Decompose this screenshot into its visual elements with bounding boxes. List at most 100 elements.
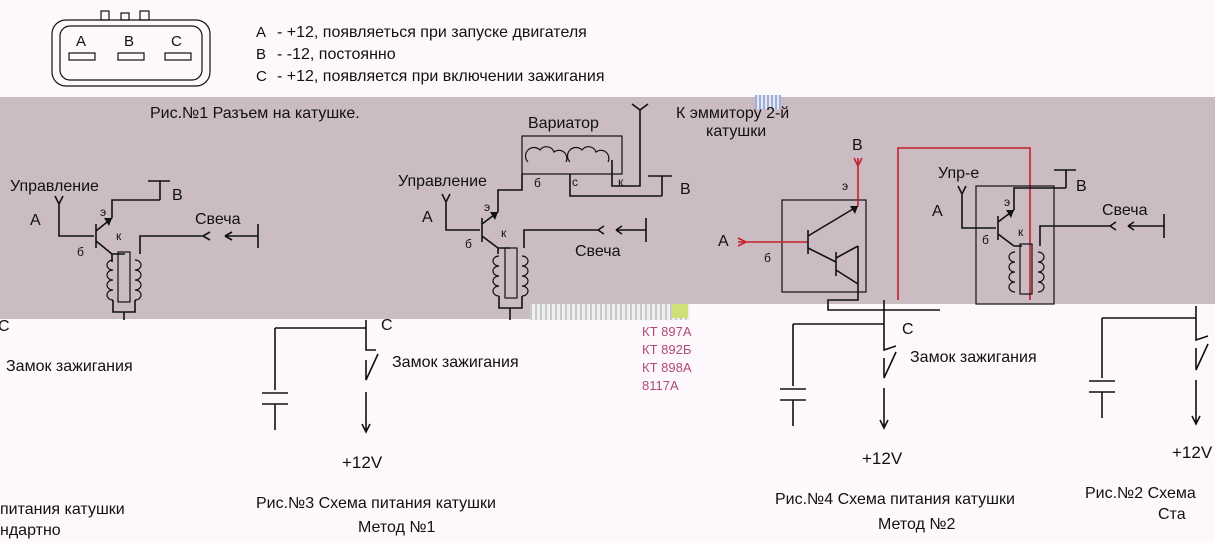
collector-wire-fig4 <box>827 246 940 320</box>
caption-fig2-line1: Рис.№2 Схема <box>1085 485 1196 502</box>
label-ignition-fig4: Замок зажигания <box>910 349 1037 366</box>
connector-outer <box>51 19 211 87</box>
parts-list: КТ 897А КТ 892Б КТ 898А 8117А <box>642 324 692 393</box>
capacitor-fig3 <box>262 328 288 430</box>
connector-pin-b: B <box>124 33 134 50</box>
label-collector: к <box>116 229 122 243</box>
coil-primary <box>106 259 114 301</box>
part-3: КТ 898А <box>642 360 692 375</box>
label-pin-b: B <box>172 187 183 204</box>
ground-wire <box>111 180 170 218</box>
caption-fig3-line2: Метод №1 <box>358 519 436 536</box>
connector-inner <box>59 25 203 81</box>
legend-text-c: - +12, появляется при включении зажигани… <box>277 68 604 85</box>
caption-fig3-line1: Рис.№3 Схема питания катушки <box>256 495 496 512</box>
label-collector-fig3: к <box>501 226 507 240</box>
label-control-fig3: Управление <box>398 173 487 190</box>
label-emitter: э <box>100 205 106 219</box>
supply-wire-fig3 <box>275 320 376 351</box>
variator-coil-2 <box>566 146 610 163</box>
artifact-strip <box>530 304 690 320</box>
connector-tab-left <box>100 10 110 21</box>
label-base-fig3: б <box>465 237 472 251</box>
part-2: КТ 892Б <box>642 342 691 357</box>
label-pin-a: A <box>30 212 41 229</box>
label-emitter-fig4: э <box>842 179 848 193</box>
label-var-k: к <box>618 175 624 189</box>
caption-fig1: Рис.№1 Разъем на катушке. <box>150 105 360 122</box>
label-plus12-fig4: +12V <box>862 449 903 468</box>
label-var-b: б <box>534 176 541 190</box>
pin-slot-b <box>117 52 145 61</box>
label-base-fig4: б <box>764 251 771 265</box>
label-plus12-fig3: +12V <box>342 453 383 472</box>
highlight-band <box>0 97 1215 304</box>
label-pin-c-left: C <box>0 318 10 335</box>
ignition-switch-fig3 <box>361 353 379 434</box>
part-1: КТ 897А <box>642 324 692 339</box>
artifact-green <box>672 304 688 318</box>
caption-fig4-line2: Метод №2 <box>878 516 956 533</box>
pin-legend: A - +12, появляеться при запуске двигате… <box>256 24 604 85</box>
caption-left-line2: ндартно <box>0 522 61 539</box>
label-ignition-left: Замок зажигания <box>6 358 133 375</box>
label-base-fig4b: б <box>982 233 989 247</box>
connector-tab-right <box>139 10 150 21</box>
darlington-box <box>781 199 867 293</box>
coil-return <box>112 300 136 320</box>
label-emitter-line2: катушки <box>706 123 766 140</box>
hv-wire <box>111 235 203 262</box>
label-ignition-fig3: Замок зажигания <box>392 354 519 371</box>
label-pin-a-fig4b: A <box>932 203 943 220</box>
label-pin-a-fig3: A <box>422 209 433 226</box>
label-pin-b-fig3: B <box>680 181 691 198</box>
caption-fig4-line1: Рис.№4 Схема питания катушки <box>775 491 1015 508</box>
label-plus12-fig2: +12V <box>1172 443 1213 462</box>
label-base: б <box>77 245 84 259</box>
connector-pin-c: C <box>171 33 182 50</box>
transistor-collector <box>95 240 113 255</box>
label-pin-c-fig3: C <box>381 317 393 334</box>
coil-secondary <box>134 259 142 301</box>
label-control-short: Упр-е <box>938 165 979 182</box>
legend-pin-a: A <box>256 24 266 41</box>
label-pin-a-fig4: A <box>718 233 729 250</box>
label-emitter-fig3: э <box>484 200 490 214</box>
control-wire-fig3 <box>441 193 480 231</box>
variator-box <box>521 135 623 175</box>
coil-connector: A B C <box>51 10 211 87</box>
label-emitter-line1: К эммитору 2-й <box>676 105 789 122</box>
ground-wire-fig3 <box>497 174 672 212</box>
capacitor-fig4 <box>780 324 806 426</box>
legend-text-a: - +12, появляеться при запуске двигателя <box>277 24 587 41</box>
label-collector-fig4b: к <box>1018 225 1024 239</box>
legend-pin-b: B <box>256 46 266 63</box>
label-pin-c-fig4: C <box>902 321 914 338</box>
pin-slot-c <box>164 52 192 61</box>
highlight-band-strip <box>0 304 530 319</box>
circuit-left: Управление A б э к B Свеча C Замок зажиг… <box>0 178 259 539</box>
coil-core <box>117 251 131 303</box>
ignition-switch-fig4 <box>879 351 897 430</box>
connector-pin-a: A <box>76 33 86 50</box>
ground-wire-fig4 <box>853 157 863 206</box>
caption-fig2-line2: Ста <box>1158 506 1186 523</box>
spark-gap-fig3 <box>597 218 647 242</box>
label-variator: Вариатор <box>528 115 599 132</box>
label-var-c: с <box>572 175 578 189</box>
label-spark-fig3: Свеча <box>575 243 621 260</box>
coil-core-fig3 <box>504 247 518 299</box>
label-emitter-fig4b: э <box>1004 195 1010 209</box>
variator-coil-1 <box>524 146 568 163</box>
label-spark: Свеча <box>195 211 241 228</box>
pin-slot-a <box>68 52 96 61</box>
coil-box-fig4 <box>975 185 1055 305</box>
part-4: 8117А <box>642 378 679 393</box>
circuit-fig3: Вариатор К эммитору 2-й катушки б с к Уп… <box>256 103 789 536</box>
caption-left-line1: питания катушки <box>0 501 125 518</box>
label-pin-b-fig4: B <box>852 137 863 154</box>
red-bridge-wire <box>897 147 1031 300</box>
connector-tab-mid <box>120 12 130 21</box>
artifact-dots <box>755 95 781 109</box>
